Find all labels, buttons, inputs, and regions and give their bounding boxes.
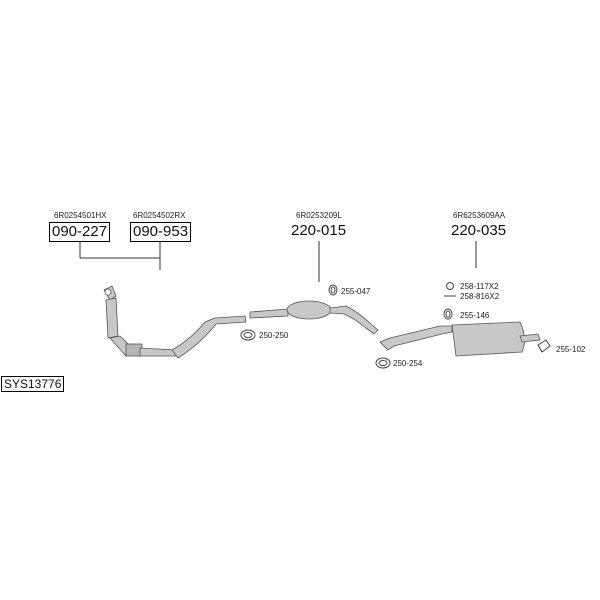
oe-label-2: 6R0254502RX (133, 211, 186, 220)
accessory-clamp-rear[interactable]: 250-254 (393, 359, 423, 368)
accessory-clamp-front[interactable]: 250-250 (259, 331, 289, 340)
accessory-tail-bracket[interactable]: 255-102 (556, 345, 586, 354)
accessory-hanger-mid[interactable]: 255-047 (341, 287, 371, 296)
rear-silencer (379, 321, 541, 357)
clamp-front-shape (240, 329, 256, 341)
oe-label-3: 6R0253209L (296, 211, 342, 220)
hanger-mid-shape (328, 284, 338, 296)
part-number-box-2[interactable]: 090-953 (130, 222, 192, 242)
accessory-rear-hanger[interactable]: 255-146 (460, 311, 490, 320)
middle-silencer (249, 300, 379, 335)
oe-label-1: 6R0254501HX (54, 211, 107, 220)
oe-label-4: 6R6253609AA (453, 211, 506, 220)
part-number-box-1[interactable]: 090-227 (49, 222, 111, 242)
accessory-rear-1[interactable]: 258-117X2 (460, 282, 499, 291)
system-id-label: SYS13776 (1, 376, 65, 392)
accessory-rear-2[interactable]: 258-816X2 (460, 292, 500, 301)
tail-bracket-shape (537, 339, 551, 353)
part-number-4[interactable]: 220-035 (451, 222, 507, 239)
front-pipe-catalyst (103, 285, 247, 359)
clamp-rear-shape (375, 357, 391, 369)
part-number-3[interactable]: 220-015 (291, 222, 347, 239)
rear-small-parts (443, 282, 456, 320)
front-group-connector (79, 241, 161, 270)
